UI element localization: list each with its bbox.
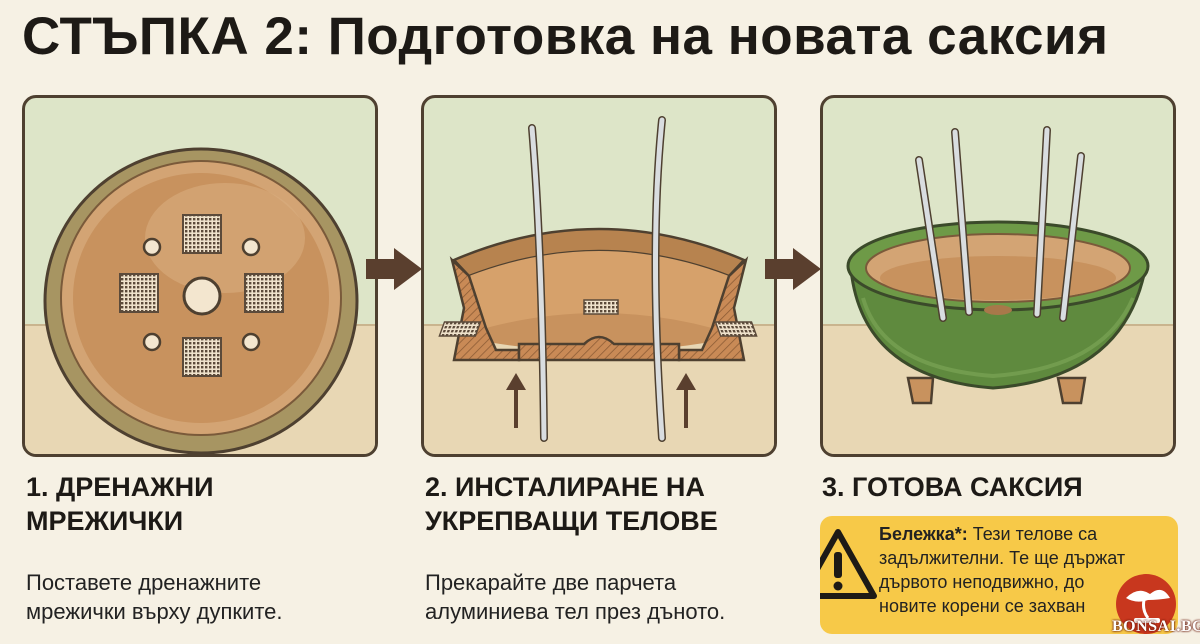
bonsai-logo-icon — [1116, 574, 1176, 634]
step1-description: Поставете дренажните мрежички върху дупк… — [26, 570, 283, 624]
drainage-mesh-top — [182, 214, 222, 254]
step2-description: Прекарайте две парчета алуминиева тел пр… — [425, 570, 726, 624]
page-title: СТЪПКА 2: Подготовка на новата саксия — [22, 7, 1109, 66]
panel-drainage-mesh — [22, 95, 378, 457]
arrow-right-icon — [765, 248, 821, 290]
drainage-mesh-left — [119, 273, 159, 313]
pot-top-view-illustration — [43, 147, 359, 454]
arrow-up-icon — [676, 373, 696, 428]
step2-title: 2. ИНСТАЛИРАНЕ НА УКРЕПВАЩИ ТЕЛОВЕ — [425, 472, 718, 536]
drainage-mesh-bottom — [182, 337, 222, 377]
note-label: Бележка*: — [879, 524, 968, 544]
arrow-up-icon — [506, 373, 526, 428]
pot-cross-section-illustration — [438, 116, 758, 442]
step3-title: 3. ГОТОВА САКСИЯ — [822, 472, 1083, 502]
ready-pot-illustration — [846, 126, 1150, 405]
note-box: Бележка*: Тези телове са задължителни. Т… — [820, 516, 1178, 634]
arrow-right-icon — [366, 248, 422, 290]
panel-ready-pot — [820, 95, 1176, 457]
step1-title: 1. ДРЕНАЖНИ МРЕЖИЧКИ — [26, 472, 214, 536]
warning-icon — [820, 529, 877, 599]
panel-support-wires — [421, 95, 777, 457]
note-text: Бележка*: Тези телове са задължителни. Т… — [879, 524, 1126, 616]
logo-text: BONSAI.BG — [1112, 618, 1200, 635]
drainage-mesh-right — [244, 273, 284, 313]
